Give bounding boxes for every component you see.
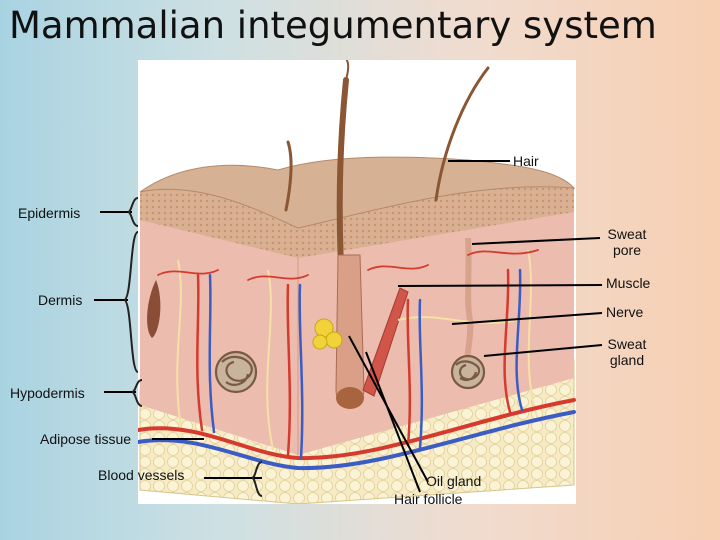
label-hair-follicle: Hair follicle <box>394 491 463 507</box>
label-hypodermis: Hypodermis <box>10 385 85 401</box>
left-follicle <box>147 280 161 338</box>
label-dermis: Dermis <box>38 292 83 308</box>
label-oil-gland: Oil gland <box>426 473 482 489</box>
label-epidermis: Epidermis <box>18 205 81 221</box>
left-sweat-gland-coil <box>214 350 258 394</box>
label-muscle: Muscle <box>606 275 651 291</box>
skin-cross-section-illustration <box>138 60 576 504</box>
label-hair: Hair <box>513 153 539 169</box>
slide-title: Mammalian integumentary system <box>9 4 657 47</box>
epidermis-bracket <box>127 197 139 227</box>
label-blood-vessels: Blood vessels <box>98 467 185 483</box>
label-sweat-gland-line1: Sweat <box>607 336 647 352</box>
label-sweat-pore: Sweat pore <box>603 226 651 258</box>
label-nerve: Nerve <box>606 304 644 320</box>
blood-vessel-network <box>138 249 576 471</box>
label-adipose-tissue: Adipose tissue <box>40 431 132 447</box>
label-sweat-pore-line2: pore <box>612 242 642 258</box>
sweat-gland-coil <box>450 354 486 390</box>
hair-follicle <box>335 254 365 409</box>
oil-gland <box>312 318 343 350</box>
label-sweat-gland-line2: gland <box>609 352 645 368</box>
dermis-bracket <box>123 231 139 373</box>
label-sweat-gland: Sweat gland <box>603 336 651 368</box>
label-sweat-pore-line1: Sweat <box>607 226 647 242</box>
epidermis-layer <box>139 156 576 258</box>
